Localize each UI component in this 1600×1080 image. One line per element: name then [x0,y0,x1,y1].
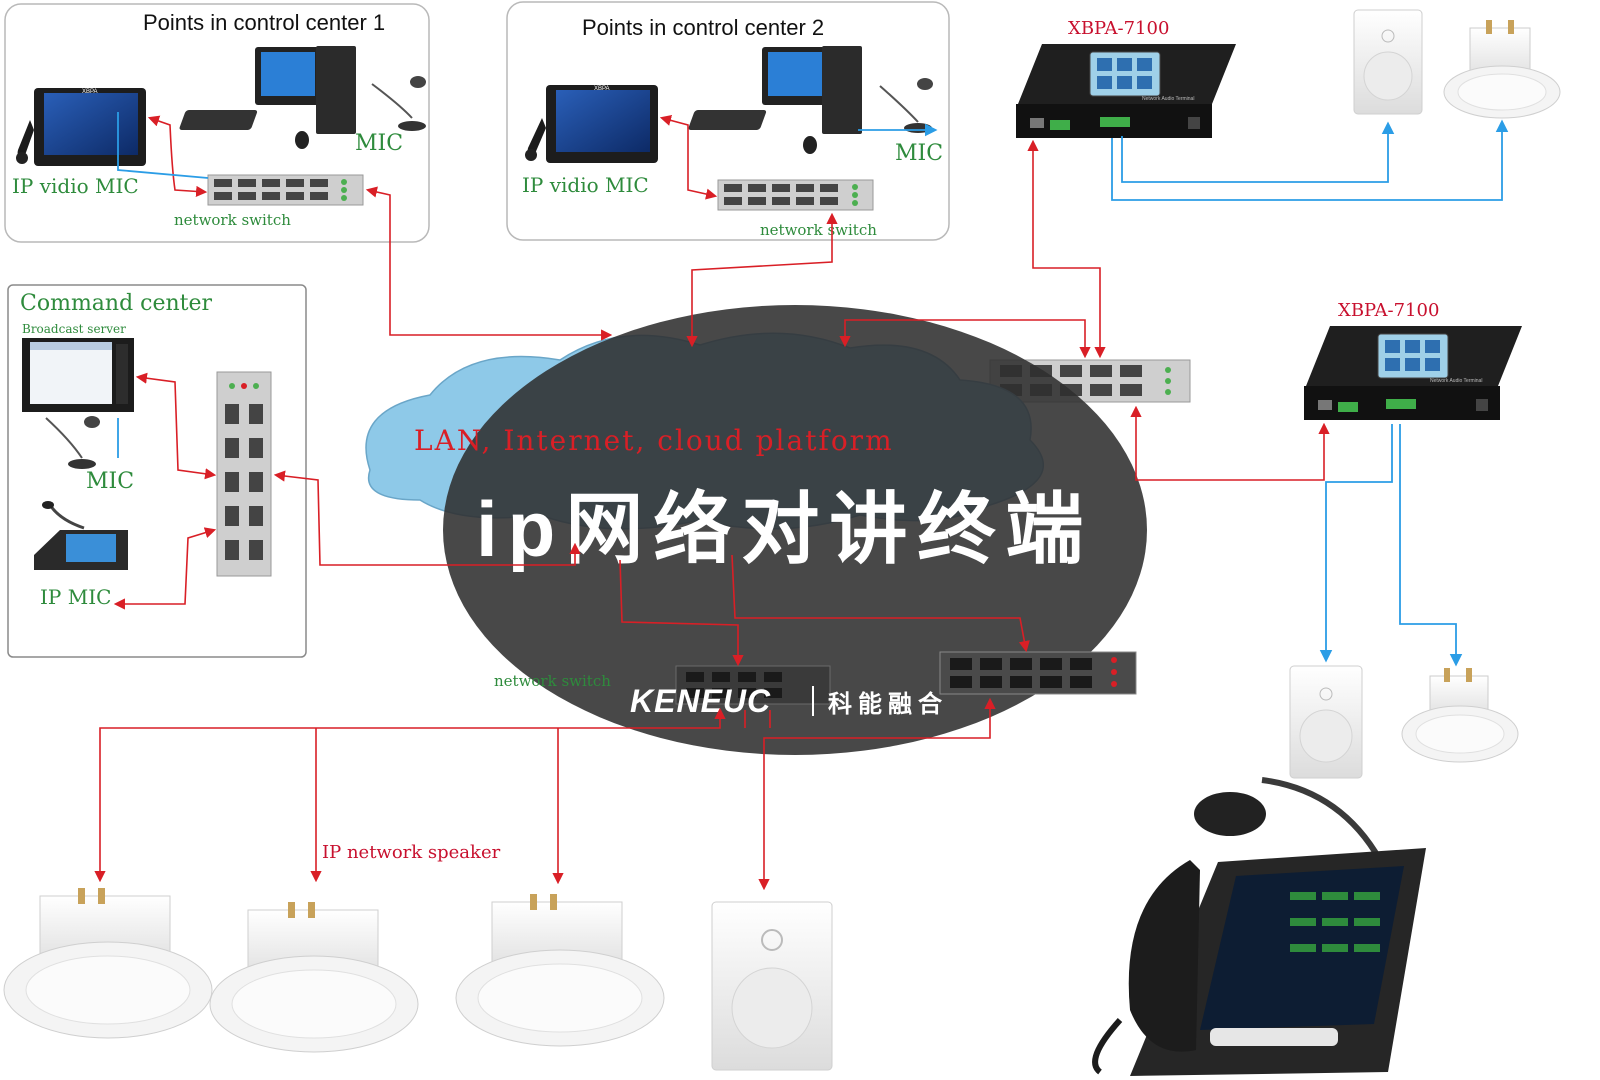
bottom-switch-label: network switch [494,672,611,690]
network-switch-bottom-right [939,651,1137,695]
terminal-brand-2: XBPA [594,86,610,92]
command-center-title: Command center [20,291,213,316]
network-switch-bottom-left: network switch [494,665,831,705]
mic-label-2: MIC [895,141,943,166]
ip-video-mic-label-2: IP vidio MIC [522,173,649,197]
ceiling-speaker-bottom-2 [209,902,419,1053]
broadcast-server-label: Broadcast server [22,322,126,336]
desk-intercom-phone [1092,777,1426,1076]
command-mic-label: MIC [86,469,134,494]
wall-speaker-right [1289,665,1363,779]
mic-label-1: MIC [355,131,403,156]
pc-workstation-1 [179,46,356,149]
ceiling-speaker-bottom-1 [3,888,213,1039]
ceiling-speaker-bottom-3 [455,894,665,1047]
amplifier-2: XBPA-7100 Network Audio Terminal [1304,300,1522,420]
brand-name-cn: 科能融合 [828,690,948,718]
amplifier-2-panel-label: Network Audio Terminal [1430,378,1482,384]
ip-mic-console: IP MIC [34,501,128,609]
ip-mic-label: IP MIC [40,585,111,609]
ip-video-mic-terminal-1: XBPA [16,88,146,166]
amplifier-1: XBPA-7100 Network Audio Terminal [1016,18,1236,138]
network-switch-label-1: network switch [174,211,291,229]
network-links [94,114,1330,891]
amplifier-1-panel-label: Network Audio Terminal [1142,96,1194,102]
overlay-title: ip网络对讲终端 [476,485,1093,573]
ip-video-mic-label-1: IP vidio MIC [12,174,139,198]
terminal-brand-1: XBPA [82,89,98,95]
ceiling-speaker-right [1401,668,1519,763]
audio-links [117,112,1509,667]
control-center-1-title: Points in control center 1 [143,10,385,35]
ip-video-mic-terminal-2: XBPA [525,85,658,163]
control-center-2-title: Points in control center 2 [582,15,824,40]
command-desk-mic: MIC [45,416,134,494]
title-overlay [443,305,1147,755]
wall-speaker-bottom [711,901,833,1071]
broadcast-server: Broadcast server [22,322,134,412]
cloud-label: LAN, Internet, cloud platform [414,424,894,457]
pc-workstation-2 [688,46,862,154]
ceiling-speaker-top [1443,20,1561,119]
ip-network-speaker-label: IP network speaker [322,842,501,863]
amplifier-2-model: XBPA-7100 [1338,300,1439,321]
network-switch-1: network switch [174,174,364,229]
brand-name: KENEUC [630,683,771,719]
wall-speaker-top [1353,9,1423,115]
network-switch-label-2: network switch [760,221,877,239]
amplifier-1-model: XBPA-7100 [1068,18,1169,39]
desk-mic-1: MIC [355,76,426,156]
command-network-switch [216,371,272,577]
